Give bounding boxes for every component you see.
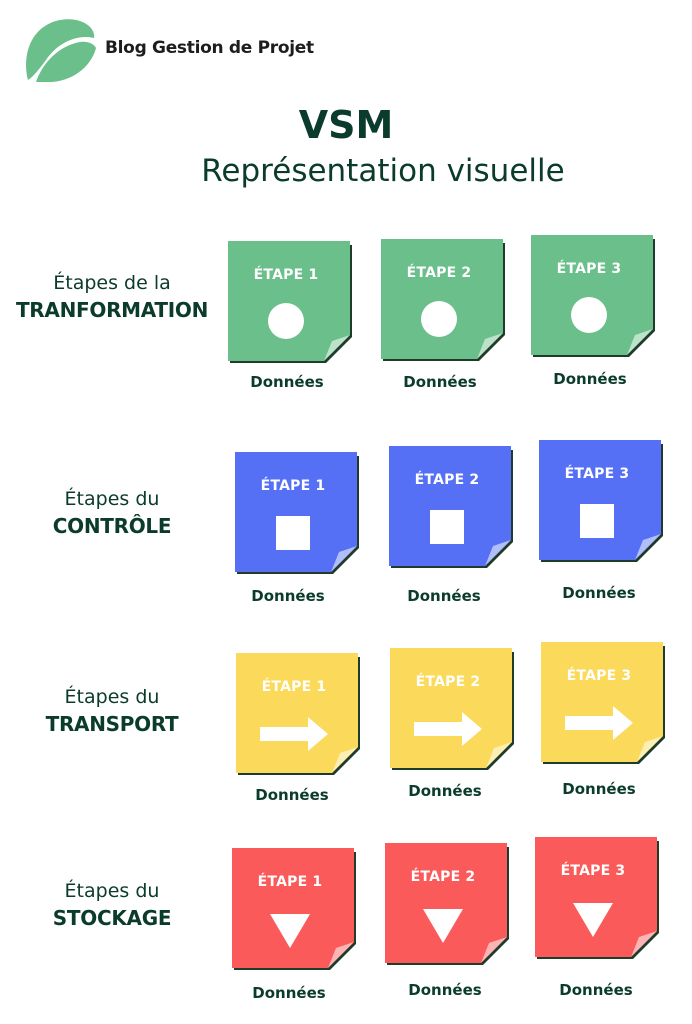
circle-icon — [571, 297, 607, 333]
data-label: Données — [251, 587, 325, 605]
vsm-card: ÉTAPE 1 — [236, 653, 360, 777]
card-background — [541, 642, 665, 764]
square-icon — [276, 516, 310, 550]
card-background — [235, 452, 359, 574]
card-step-label: ÉTAPE 1 — [253, 267, 319, 283]
leaf-logo-icon — [26, 19, 96, 82]
vsm-card: ÉTAPE 2 — [381, 239, 505, 363]
data-label: Données — [559, 981, 633, 999]
row-label-line2: TRANFORMATION — [15, 298, 209, 322]
square-icon — [430, 510, 464, 544]
page-title: VSM — [298, 103, 394, 147]
arrow-right-icon — [414, 712, 482, 746]
arrow-right-icon — [260, 717, 328, 751]
data-label: Données — [553, 370, 627, 388]
data-label: Données — [562, 780, 636, 798]
row-label-stockage: Étapes du STOCKAGE — [12, 878, 212, 932]
card-step-label: ÉTAPE 3 — [566, 668, 632, 684]
triangle-down-icon — [423, 909, 463, 943]
card-background — [535, 837, 659, 959]
card-symbol — [389, 508, 505, 548]
card-step-label: ÉTAPE 2 — [410, 869, 476, 885]
card-symbol — [539, 502, 655, 542]
data-label: Données — [403, 373, 477, 391]
square-icon — [580, 504, 614, 538]
page-subtitle: Représentation visuelle — [201, 153, 565, 189]
card-step-label: ÉTAPE 2 — [406, 265, 472, 281]
row-label-line2: TRANSPORT — [45, 712, 179, 736]
data-label: Données — [250, 373, 324, 391]
card-step-label: ÉTAPE 2 — [415, 674, 481, 690]
circle-icon — [268, 303, 304, 339]
card-symbol — [541, 704, 657, 744]
card-background — [539, 440, 663, 562]
card-symbol — [228, 303, 344, 343]
row-label-transport: Étapes du TRANSPORT — [12, 684, 212, 738]
card-symbol — [531, 297, 647, 337]
card-background — [385, 843, 509, 965]
arrow-right-icon — [565, 706, 633, 740]
data-label: Données — [562, 584, 636, 602]
data-label: Données — [407, 587, 481, 605]
triangle-down-icon — [573, 903, 613, 937]
card-symbol — [390, 710, 506, 750]
row-label-line1: Étapes du — [64, 880, 160, 902]
card-step-label: ÉTAPE 3 — [564, 466, 630, 482]
card-step-label: ÉTAPE 1 — [257, 874, 323, 890]
logo-text: Blog Gestion de Projet — [105, 38, 314, 58]
card-background — [390, 648, 514, 770]
card-step-label: ÉTAPE 1 — [260, 478, 326, 494]
card-step-label: ÉTAPE 2 — [414, 472, 480, 488]
data-label: Données — [408, 981, 482, 999]
vsm-card: ÉTAPE 3 — [541, 642, 665, 766]
row-label-line1: Étapes de la — [53, 272, 171, 294]
data-label: Données — [255, 786, 329, 804]
row-label-line1: Étapes du — [64, 686, 160, 708]
card-symbol — [232, 910, 348, 950]
vsm-card: ÉTAPE 3 — [539, 440, 663, 564]
circle-icon — [421, 301, 457, 337]
data-label: Données — [252, 984, 326, 1002]
row-label-line1: Étapes du — [64, 488, 160, 510]
card-symbol — [535, 899, 651, 939]
card-symbol — [381, 301, 497, 341]
vsm-card: ÉTAPE 2 — [389, 446, 513, 570]
blog-logo[interactable]: Blog Gestion de Projet — [22, 16, 362, 86]
card-background — [389, 446, 513, 568]
vsm-card: ÉTAPE 2 — [390, 648, 514, 772]
row-label-transformation: Étapes de la TRANFORMATION — [12, 270, 212, 324]
vsm-card: ÉTAPE 1 — [228, 241, 352, 365]
card-symbol — [235, 514, 351, 554]
card-symbol — [385, 905, 501, 945]
vsm-card: ÉTAPE 2 — [385, 843, 509, 967]
row-label-controle: Étapes du CONTRÔLE — [12, 486, 212, 540]
vsm-card: ÉTAPE 3 — [531, 235, 655, 359]
vsm-card: ÉTAPE 3 — [535, 837, 659, 961]
triangle-down-icon — [270, 914, 310, 948]
card-background — [236, 653, 360, 775]
vsm-card: ÉTAPE 1 — [235, 452, 359, 576]
card-step-label: ÉTAPE 3 — [556, 261, 622, 277]
row-label-line2: STOCKAGE — [52, 906, 172, 930]
card-step-label: ÉTAPE 3 — [560, 863, 626, 879]
row-label-line2: CONTRÔLE — [52, 514, 172, 538]
vsm-card: ÉTAPE 1 — [232, 848, 356, 972]
data-label: Données — [408, 782, 482, 800]
card-background — [232, 848, 356, 970]
card-background — [381, 239, 505, 361]
card-symbol — [236, 715, 352, 755]
card-step-label: ÉTAPE 1 — [261, 679, 327, 695]
